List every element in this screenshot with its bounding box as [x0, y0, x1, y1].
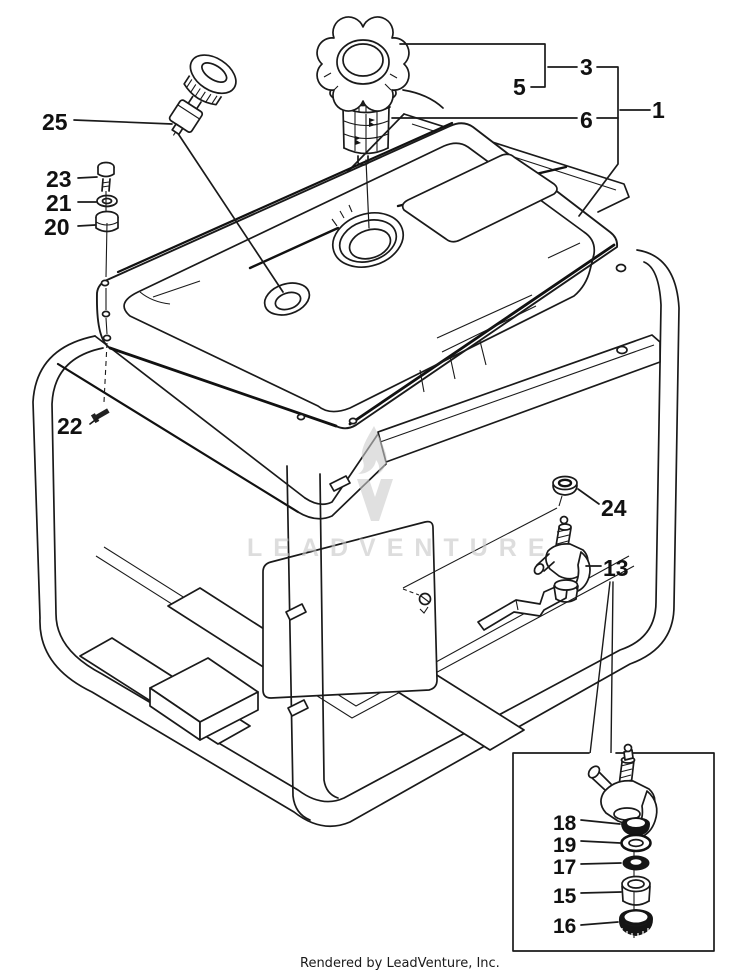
screw-23 [97, 161, 115, 192]
filler-neck [331, 204, 405, 268]
gauge-hole [263, 282, 311, 316]
rail-clip [329, 475, 351, 492]
fuel-valve-detail [587, 743, 658, 838]
callout-19: 19 [553, 834, 576, 857]
callout-lines [73, 43, 651, 755]
callout-23: 23 [46, 166, 72, 192]
bowl-nut-16 [618, 909, 653, 939]
callout-17: 17 [553, 856, 576, 879]
panel-clip [287, 699, 309, 717]
callout-6: 6 [580, 107, 593, 133]
leader-24 [577, 488, 600, 505]
base-block [149, 657, 259, 741]
callout-13: 13 [603, 555, 629, 581]
fuel-tank [96, 121, 619, 430]
callout-15: 15 [553, 885, 577, 908]
watermark-text: LEADVENTURE [247, 534, 556, 562]
valve-grommet [552, 475, 578, 507]
grommet-20 [95, 210, 119, 233]
panel-clip [285, 603, 307, 621]
tank-recess-panel [401, 153, 558, 243]
valve-bracket [477, 583, 568, 631]
watermark [357, 426, 393, 521]
callout-16: 16 [553, 915, 576, 938]
callout-24: 24 [601, 495, 627, 521]
gasket-ring-19 [620, 833, 652, 853]
leader-25-to-hole [176, 131, 284, 293]
callout-21: 21 [46, 190, 72, 216]
callout-18: 18 [553, 812, 577, 835]
side-rail [329, 334, 661, 492]
footer-text: Rendered by LeadVenture, Inc. [300, 956, 500, 971]
side-panel [262, 520, 438, 699]
washer-21 [96, 194, 118, 208]
callout-25: 25 [42, 109, 68, 135]
flange-holes [100, 279, 358, 425]
callout-20: 20 [44, 214, 70, 240]
fuel-valve [533, 515, 591, 603]
callout-3: 3 [580, 54, 593, 80]
fuel-gauge-cap [168, 54, 237, 136]
callout-22: 22 [57, 413, 83, 439]
o-ring-17 [622, 855, 650, 871]
fuel-cap [316, 16, 410, 112]
callout-5: 5 [513, 74, 526, 100]
leader-24-long [402, 507, 558, 589]
hidden-screw [402, 588, 432, 614]
callout-1: 1 [652, 97, 665, 123]
filter-cup-15 [621, 875, 651, 906]
gasket-cup-18 [621, 817, 650, 836]
generator-frame [32, 249, 680, 828]
detail-inset-box [512, 743, 715, 952]
